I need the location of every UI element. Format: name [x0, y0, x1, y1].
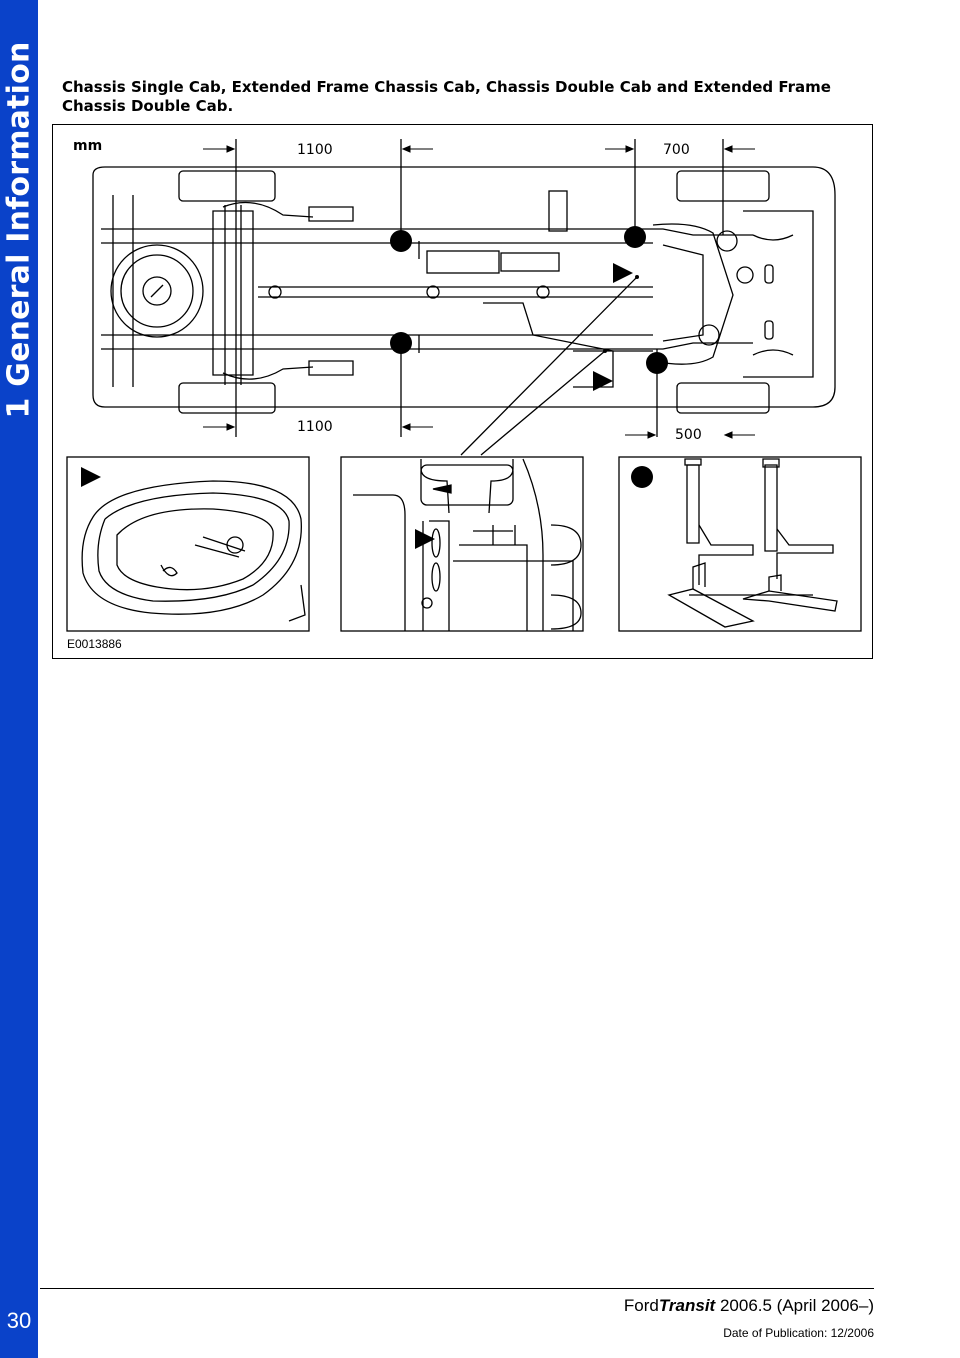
page-number: 30	[6, 1308, 32, 1333]
publication-date: Date of Publication: 12/2006	[723, 1326, 874, 1340]
chassis-underside-illustration	[66, 139, 862, 632]
footer-model: Transit	[658, 1296, 716, 1315]
chassis-lifting-points-figure: mm 1100 700 1100 500 E0013886	[52, 124, 873, 659]
footer-brand: Ford	[623, 1296, 659, 1315]
section-side-tab: 1 General Information 30	[0, 0, 38, 1358]
footer-divider	[40, 1288, 874, 1289]
footer-model-line: FordTransit 2006.5 (April 2006–)	[624, 1296, 874, 1316]
dimension-bottom-right: 500	[675, 427, 702, 443]
unit-label: mm	[73, 138, 103, 154]
figure-id: E0013886	[67, 637, 122, 651]
dimension-top-left: 1100	[297, 142, 333, 158]
dimension-bottom-left: 1100	[297, 419, 333, 435]
dimension-top-right: 700	[663, 142, 690, 158]
section-title: 1 General Information	[1, 41, 37, 419]
figure-caption: Chassis Single Cab, Extended Frame Chass…	[62, 78, 831, 115]
footer-edition: 2006.5 (April 2006–)	[719, 1296, 874, 1315]
